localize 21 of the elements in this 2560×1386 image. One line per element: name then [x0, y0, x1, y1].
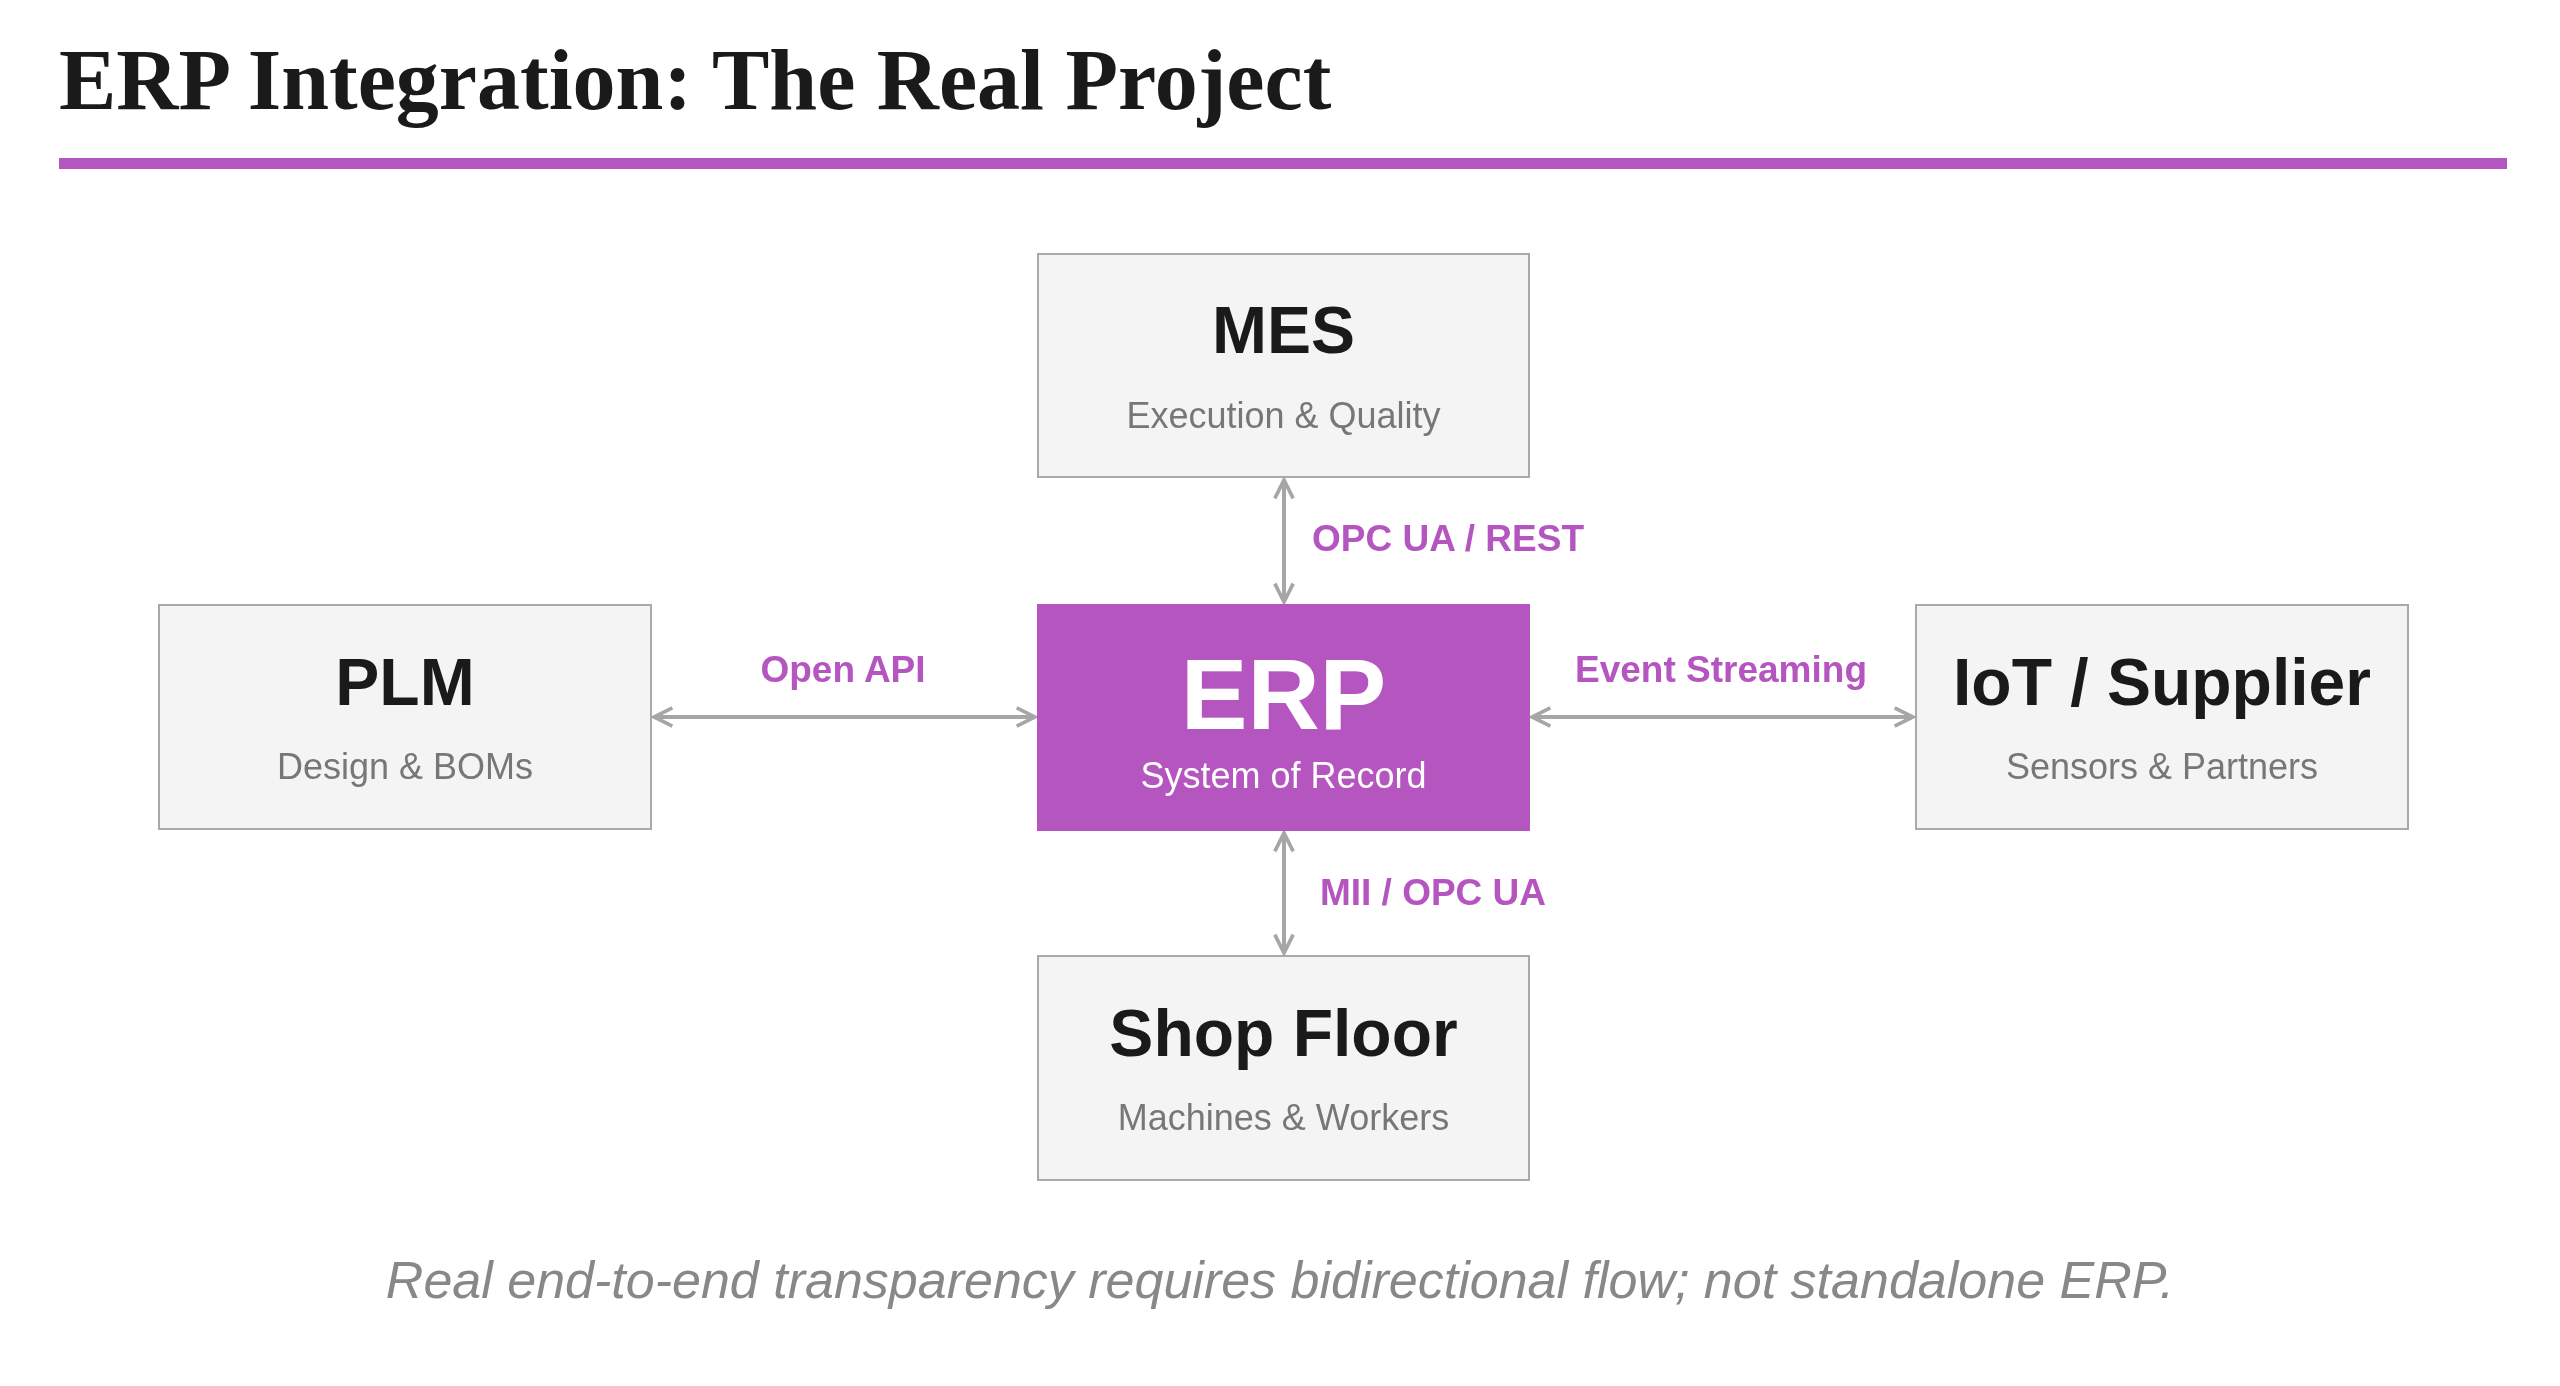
double-arrow — [652, 706, 1037, 728]
double-arrow — [1273, 831, 1295, 955]
box-heading: IoT / Supplier — [1953, 645, 2371, 719]
system-box — [1037, 955, 1530, 1181]
double-arrow — [1530, 706, 1915, 728]
system-box — [1037, 253, 1530, 478]
box-heading: MES — [1212, 294, 1355, 367]
box-heading: PLM — [335, 645, 475, 719]
box-subtitle: Execution & Quality — [1126, 394, 1441, 437]
system-box — [1915, 604, 2409, 830]
box-subtitle: Sensors & Partners — [2005, 746, 2319, 789]
box-subtitle: Machines & Workers — [1117, 1097, 1450, 1140]
caption: Real end-to-end transparency requires bidirectional flow; not standalone ERP. — [384, 1250, 2176, 1310]
title: ERP Integration: The Real Project — [59, 31, 1332, 130]
highlighted-box — [1037, 604, 1530, 831]
box-heading: ERP — [1180, 638, 1387, 749]
box-subtitle: System of Record — [1140, 754, 1427, 797]
box-subtitle: Design & BOMs — [276, 746, 534, 789]
box-heading: Shop Floor — [1109, 996, 1458, 1070]
system-box — [158, 604, 652, 830]
double-arrow — [1273, 478, 1295, 604]
